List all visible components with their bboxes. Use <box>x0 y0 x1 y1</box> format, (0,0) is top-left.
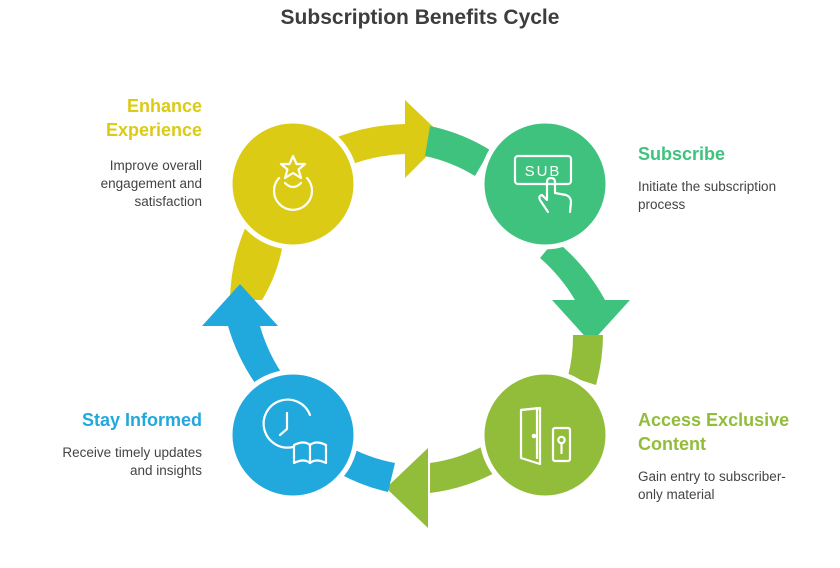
label-access: Access Exclusive Content <box>638 408 789 456</box>
clock-book-icon <box>262 398 328 465</box>
label-informed: Stay Informed <box>82 408 202 432</box>
desc-enhance: Improve overall engagement and satisfact… <box>101 157 202 211</box>
label-informed-line-1: Stay Informed <box>81 410 202 430</box>
arrow-subscribe-body <box>425 126 490 176</box>
circle-access <box>479 369 611 501</box>
desc-access-line-2: only material <box>638 487 715 502</box>
arrowhead-to-access <box>552 300 630 343</box>
arrow-subscribe-to-access <box>540 240 605 300</box>
desc-informed-line-2: and insights <box>129 463 202 478</box>
arrow-informed-body <box>340 450 395 492</box>
arrow-access-to-informed <box>430 445 500 493</box>
desc-enhance-line-2: engagement and <box>100 176 202 191</box>
label-enhance-line-2: Experience <box>105 120 202 140</box>
arrowhead-to-subscribe <box>405 100 445 178</box>
desc-enhance-line-1: Improve overall <box>109 158 202 173</box>
desc-informed-line-1: Receive timely updates <box>62 445 202 460</box>
star-person-icon <box>272 154 314 211</box>
label-enhance-line-1: Enhance <box>126 96 202 116</box>
desc-subscribe-line-2: process <box>638 197 686 212</box>
circle-enhance <box>227 118 359 250</box>
label-access-line-2: Content <box>638 434 706 454</box>
arrowhead-to-enhance <box>202 284 278 326</box>
diagram-title: Subscription Benefits Cycle <box>280 6 560 29</box>
door-lock-icon <box>519 406 572 466</box>
desc-access: Gain entry to subscriber- only material <box>638 468 786 504</box>
sub-icon-text: SUB <box>525 163 562 180</box>
circle-informed <box>227 369 359 501</box>
desc-access-line-1: Gain entry to subscriber- <box>638 469 786 484</box>
label-access-line-1: Access Exclusive <box>638 410 790 430</box>
label-enhance: Enhance Experience <box>106 94 202 142</box>
desc-subscribe-line-1: Initiate the subscription <box>638 179 777 194</box>
desc-informed: Receive timely updates and insights <box>62 444 202 480</box>
label-subscribe-line-1: Subscribe <box>638 144 726 164</box>
sub-button-tap-icon: SUB <box>513 154 573 214</box>
arrow-access-body <box>568 335 603 385</box>
arrowhead-to-informed <box>386 448 428 528</box>
label-subscribe: Subscribe <box>638 142 725 166</box>
desc-subscribe: Initiate the subscription process <box>638 178 776 214</box>
desc-enhance-line-3: satisfaction <box>134 194 202 209</box>
